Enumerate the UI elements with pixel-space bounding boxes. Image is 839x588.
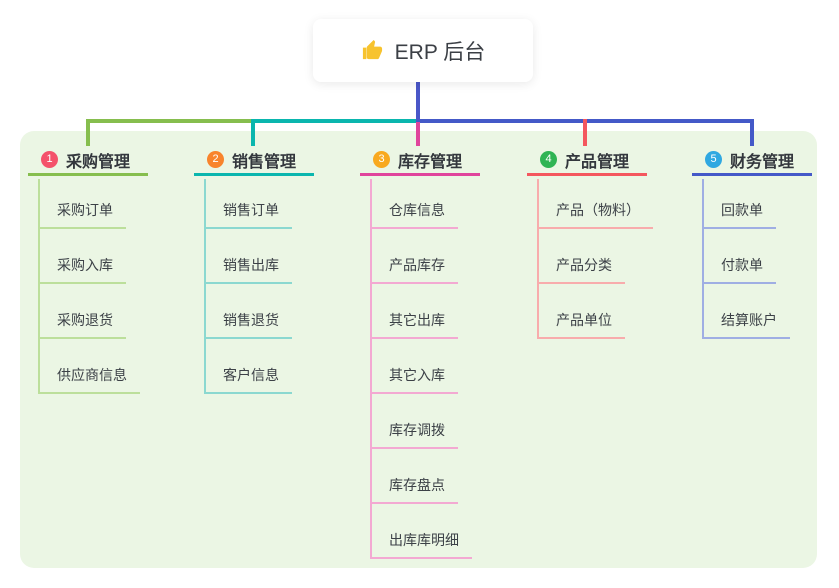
branch-finance: 5 财务管理 回款单 付款单 结算账户 xyxy=(692,146,812,339)
branch-children-connector xyxy=(537,179,539,339)
child-node[interactable]: 仓库信息 xyxy=(370,200,458,229)
child-node[interactable]: 客户信息 xyxy=(204,365,292,394)
thumbs-up-icon xyxy=(362,39,382,60)
connector-bus-purchase xyxy=(86,119,253,123)
child-node[interactable]: 采购入库 xyxy=(38,255,126,284)
child-node[interactable]: 其它出库 xyxy=(370,310,458,339)
connector-bus-sales xyxy=(251,119,418,123)
child-node[interactable]: 销售出库 xyxy=(204,255,292,284)
branch-title: 库存管理 xyxy=(398,153,463,171)
branch-node-product[interactable]: 4 产品管理 xyxy=(527,146,647,176)
branch-number-badge: 3 xyxy=(373,151,390,168)
branch-number-badge: 2 xyxy=(207,151,224,168)
branch-node-sales[interactable]: 2 销售管理 xyxy=(194,146,314,176)
branch-inventory: 3 库存管理 仓库信息 产品库存 其它出库 其它入库 库存调拨 库存盘点 出库库… xyxy=(360,146,480,559)
branch-title: 销售管理 xyxy=(232,153,297,171)
child-node[interactable]: 采购订单 xyxy=(38,200,126,229)
child-node[interactable]: 产品（物料） xyxy=(537,200,653,229)
connector-drop-sales xyxy=(251,119,255,146)
child-node[interactable]: 产品单位 xyxy=(537,310,625,339)
branch-sales: 2 销售管理 销售订单 销售出库 销售退货 客户信息 xyxy=(194,146,314,394)
branch-purchase: 1 采购管理 采购订单 采购入库 采购退货 供应商信息 xyxy=(28,146,148,394)
root-node-erp-backend[interactable]: ERP 后台 xyxy=(313,19,533,82)
branch-number-badge: 1 xyxy=(41,151,58,168)
root-title: ERP 后台 xyxy=(394,40,486,64)
child-node[interactable]: 产品分类 xyxy=(537,255,625,284)
branch-node-inventory[interactable]: 3 库存管理 xyxy=(360,146,480,176)
branch-children-connector xyxy=(702,179,704,339)
branch-number-badge: 4 xyxy=(540,151,557,168)
branch-children-connector xyxy=(204,179,206,394)
child-node[interactable]: 销售退货 xyxy=(204,310,292,339)
child-node[interactable]: 产品库存 xyxy=(370,255,458,284)
connector-drop-purchase xyxy=(86,119,90,146)
connector-root-drop xyxy=(416,81,420,121)
branch-node-purchase[interactable]: 1 采购管理 xyxy=(28,146,148,176)
child-node[interactable]: 其它入库 xyxy=(370,365,458,394)
branch-product: 4 产品管理 产品（物料） 产品分类 产品单位 xyxy=(527,146,653,339)
child-node[interactable]: 库存盘点 xyxy=(370,475,458,504)
child-node[interactable]: 采购退货 xyxy=(38,310,126,339)
child-node[interactable]: 库存调拨 xyxy=(370,420,458,449)
mindmap-background-panel xyxy=(20,131,817,568)
child-node[interactable]: 供应商信息 xyxy=(38,365,140,394)
branch-number-badge: 5 xyxy=(705,151,722,168)
child-node[interactable]: 结算账户 xyxy=(702,310,790,339)
connector-drop-product xyxy=(583,119,587,146)
child-node[interactable]: 销售订单 xyxy=(204,200,292,229)
child-node[interactable]: 回款单 xyxy=(702,200,776,229)
branch-node-finance[interactable]: 5 财务管理 xyxy=(692,146,812,176)
branch-title: 采购管理 xyxy=(66,153,131,171)
connector-drop-finance xyxy=(750,119,754,146)
branch-children-connector xyxy=(38,179,40,394)
branch-title: 财务管理 xyxy=(730,153,795,171)
connector-drop-inventory xyxy=(416,122,420,146)
branch-title: 产品管理 xyxy=(565,153,630,171)
child-node[interactable]: 付款单 xyxy=(702,255,776,284)
child-node[interactable]: 出库库明细 xyxy=(370,530,472,559)
branch-children-connector xyxy=(370,179,372,559)
